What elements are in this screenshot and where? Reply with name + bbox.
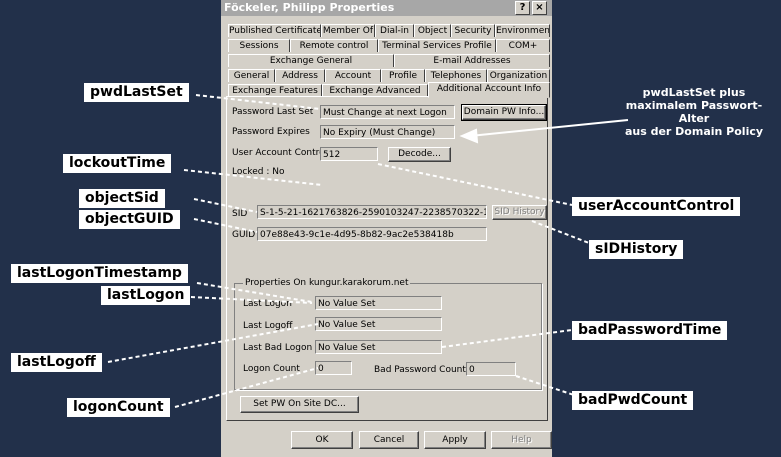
tab-email-addresses[interactable]: E-mail Addresses xyxy=(394,54,550,67)
pwd-expiry-note: pwdLastSet plus maximalem Passwort-Alter… xyxy=(611,86,777,138)
bad-password-count-label: Bad Password Count xyxy=(374,365,466,375)
arrowhead-note xyxy=(459,128,479,144)
last-logoff-label: Last Logoff xyxy=(243,321,293,331)
connector-note xyxy=(469,119,629,137)
apply-button[interactable]: Apply xyxy=(424,431,486,449)
dialog-title: Föckeler, Philipp Properties xyxy=(224,1,395,14)
connector-logoncount xyxy=(174,367,319,408)
help-title-button[interactable]: ? xyxy=(515,1,530,15)
tab-profile[interactable]: Profile xyxy=(381,69,425,82)
logon-count-label: Logon Count xyxy=(243,364,300,374)
connector-sidhistory xyxy=(531,220,590,244)
sid-label: SID xyxy=(232,209,248,219)
bad-password-count-field: 0 xyxy=(466,362,516,376)
tab-sessions[interactable]: Sessions xyxy=(228,39,290,52)
close-icon[interactable]: × xyxy=(532,1,547,15)
last-bad-logon-field: No Value Set xyxy=(315,340,442,354)
tab-additional-account-info[interactable]: Additional Account Info xyxy=(428,82,550,98)
tab-telephones[interactable]: Telephones xyxy=(425,69,487,82)
tab-exchange-advanced[interactable]: Exchange Advanced xyxy=(322,84,428,97)
callout-sidhistory: sIDHistory xyxy=(589,240,684,259)
password-last-set-field: Must Change at next Logon xyxy=(320,105,455,119)
note-line-3: aus der Domain Policy xyxy=(624,125,764,138)
set-pw-on-site-dc-button[interactable]: Set PW On Site DC... xyxy=(240,396,359,413)
locked-label: Locked : No xyxy=(232,167,285,177)
tab-published-certificates[interactable]: Published Certificates xyxy=(228,24,321,37)
group-title: Properties On kungur.karakorum.net xyxy=(243,277,411,289)
cancel-button[interactable]: Cancel xyxy=(359,431,419,449)
sid-history-button[interactable]: SID History xyxy=(492,205,547,220)
callout-badpwdcount: badPwdCount xyxy=(572,391,694,410)
last-bad-logon-label: Last Bad Logon xyxy=(243,343,313,353)
note-line-1: pwdLastSet plus xyxy=(642,86,746,99)
connector-lastlogoff xyxy=(107,323,319,363)
guid-label: GUID xyxy=(232,230,256,240)
guid-field: 07e88e43-9c1e-4d95-8b82-9ac2e538418b xyxy=(257,227,487,241)
tab-general[interactable]: General xyxy=(228,69,275,82)
callout-logoncount: logonCount xyxy=(67,398,170,417)
callout-lastlogoff: lastLogoff xyxy=(11,353,102,372)
tab-member-of[interactable]: Member Of xyxy=(321,24,375,37)
password-expires-field: No Expiry (Must Change) xyxy=(320,125,455,139)
callout-useraccountcontrol: userAccountControl xyxy=(572,197,741,216)
callout-objectsid: objectSid xyxy=(79,189,165,208)
tab-organization[interactable]: Organization xyxy=(487,69,550,82)
callout-lockouttime: lockoutTime xyxy=(63,154,172,173)
last-logoff-field: No Value Set xyxy=(315,317,442,331)
connector-lastlogontimestamp xyxy=(196,282,313,303)
tab-terminal-services-profile[interactable]: Terminal Services Profile xyxy=(378,39,496,52)
password-expires-label: Password Expires xyxy=(232,127,310,137)
connector-objectsid xyxy=(193,198,258,213)
tab-security[interactable]: Security xyxy=(451,24,495,37)
sid-field: S-1-5-21-1621763826-2590103247-223857032… xyxy=(257,205,487,219)
tab-environment[interactable]: Environment xyxy=(495,24,550,37)
callout-objectguid: objectGUID xyxy=(79,210,180,229)
note-line-2: maximalem Passwort-Alter xyxy=(625,99,763,125)
last-logon-field: No Value Set xyxy=(315,296,442,310)
properties-dialog: Föckeler, Philipp Properties ? × Publish… xyxy=(221,0,552,457)
help-button[interactable]: Help xyxy=(491,431,552,449)
decode-button[interactable]: Decode... xyxy=(388,147,451,162)
ok-button[interactable]: OK xyxy=(291,431,353,449)
password-last-set-label: Password Last Set xyxy=(232,107,314,117)
connector-badpwdcount xyxy=(515,375,575,396)
tab-exchange-features[interactable]: Exchange Features xyxy=(228,84,322,97)
connector-lockouttime xyxy=(183,169,323,186)
logon-count-field: 0 xyxy=(315,361,352,375)
tab-account[interactable]: Account xyxy=(325,69,381,82)
tab-object[interactable]: Object xyxy=(414,24,451,37)
domain-pw-info-button[interactable]: Domain PW Info... xyxy=(461,104,547,121)
callout-lastlogon: lastLogon xyxy=(101,286,191,305)
tab-com-plus[interactable]: COM+ xyxy=(496,39,550,52)
last-logon-label: Last Logon xyxy=(243,299,292,309)
connector-pwdlastset xyxy=(195,94,321,110)
tab-panel xyxy=(226,96,548,421)
connector-objectguid xyxy=(193,218,258,233)
tab-remote-control[interactable]: Remote control xyxy=(290,39,378,52)
tab-exchange-general[interactable]: Exchange General xyxy=(228,54,394,67)
callout-badpasswordtime: badPasswordTime xyxy=(572,321,728,340)
title-bar: Föckeler, Philipp Properties ? × xyxy=(221,0,552,16)
tab-address[interactable]: Address xyxy=(275,69,325,82)
callout-pwdlastset: pwdLastSet xyxy=(84,83,189,102)
callout-lastlogontimestamp: lastLogonTimestamp xyxy=(11,264,188,283)
connector-badpasswordtime xyxy=(441,329,573,348)
connector-useraccountcontrol xyxy=(377,163,573,206)
user-account-control-field: 512 xyxy=(320,147,378,161)
user-account-control-label: User Account Control xyxy=(232,148,328,158)
connector-lastlogon xyxy=(190,296,313,304)
tab-dial-in[interactable]: Dial-in xyxy=(375,24,414,37)
